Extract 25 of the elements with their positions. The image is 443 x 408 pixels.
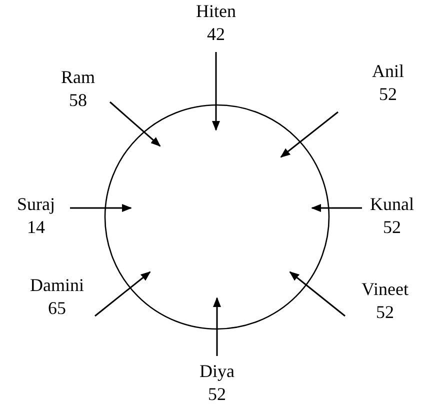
person-name: Vineet: [362, 278, 408, 301]
person-name: Hiten: [196, 0, 236, 23]
number-label: 65: [47, 297, 67, 320]
arrow: [110, 101, 161, 147]
number-label: 52: [207, 383, 227, 406]
arrow: [289, 271, 346, 317]
arrow: [311, 204, 362, 212]
person-name: Damini: [30, 274, 84, 297]
number-label: 52: [382, 216, 402, 239]
number-label: 52: [375, 301, 395, 324]
person-name: Ram: [61, 66, 95, 89]
arrow: [280, 111, 338, 158]
number-label: 14: [26, 216, 46, 239]
arrow: [213, 297, 221, 356]
person-name: Anil: [372, 60, 404, 83]
number-label: 58: [68, 89, 88, 112]
number-label: 42: [206, 23, 226, 46]
circle: [104, 104, 330, 330]
person-name: Kunal: [370, 193, 414, 216]
person-name: Diya: [200, 360, 234, 383]
number-label: 52: [378, 83, 398, 106]
person-name: Suraj: [17, 193, 55, 216]
arrow: [70, 204, 132, 212]
arrow: [212, 52, 220, 131]
arrow: [94, 271, 151, 317]
